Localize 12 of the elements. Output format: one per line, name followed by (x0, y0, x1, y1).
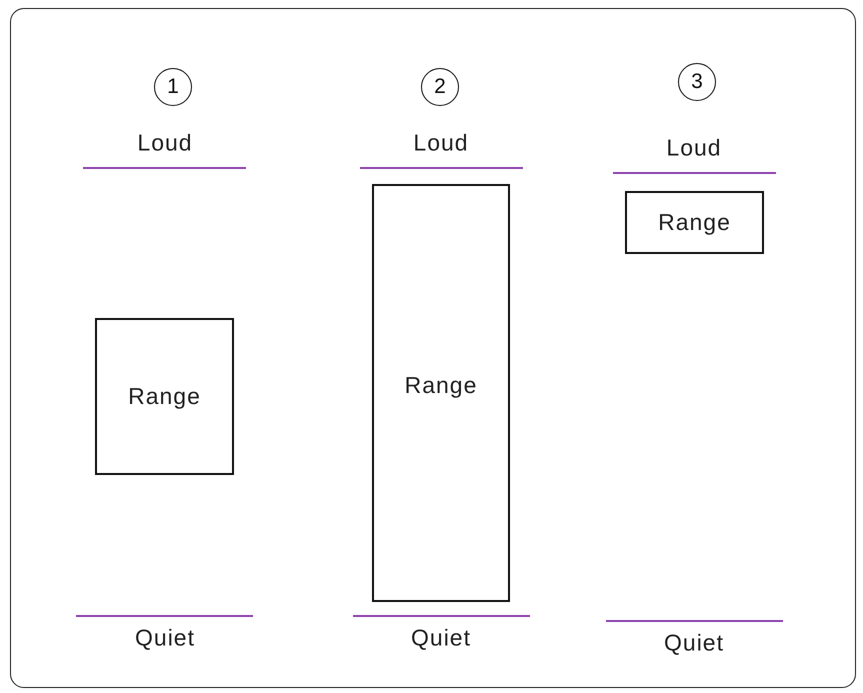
number-circle: 1 (154, 68, 192, 106)
level-label: Quiet (135, 624, 195, 652)
level-label: Loud (413, 130, 469, 156)
level-label: Loud (666, 134, 722, 162)
range-box: Range (625, 191, 764, 254)
number-circle: 2 (421, 68, 459, 106)
level-label: Quiet (411, 624, 471, 652)
range-box: Range (95, 318, 234, 475)
number-circle: 3 (678, 63, 716, 101)
level-label: Loud (137, 130, 193, 156)
level-label: Quiet (664, 630, 724, 656)
range-box: Range (372, 184, 510, 602)
